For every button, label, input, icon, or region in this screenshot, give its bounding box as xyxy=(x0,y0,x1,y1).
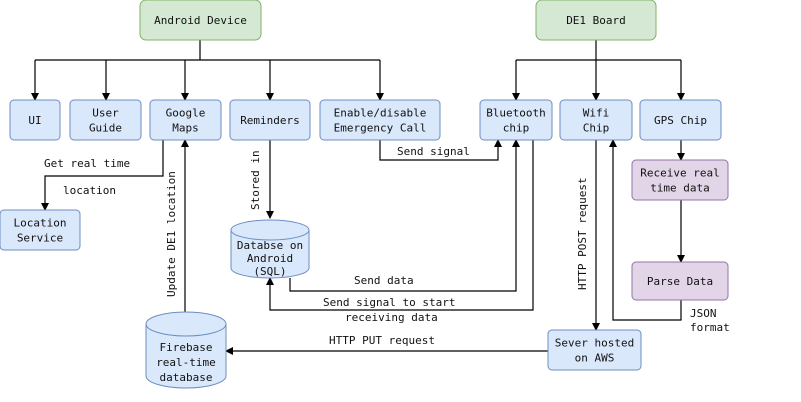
label-location: location xyxy=(63,184,116,197)
label-json: JSON xyxy=(690,307,717,320)
node-android-device: Android Device xyxy=(139,0,262,41)
node-receive-data: Receive real time data xyxy=(631,159,729,201)
edge-maps-to-location xyxy=(41,140,164,211)
ui-box xyxy=(9,99,61,141)
edge-emergency-to-bluetooth xyxy=(379,139,502,161)
node-bluetooth-chip: Bluetooth chip xyxy=(479,99,553,141)
node-database-android: Databse on Android (SQL) xyxy=(230,219,310,279)
label-receiving-data: receiving data xyxy=(345,311,438,324)
gps-chip-box xyxy=(639,99,722,141)
receive-data-line-2: time data xyxy=(650,182,710,195)
user-guide-line-1: User xyxy=(92,107,119,120)
google-maps-line-2: Maps xyxy=(172,122,199,135)
edges xyxy=(31,40,685,355)
emergency-call-line-1: Enable/disable xyxy=(334,107,427,120)
firebase-line-2: real-time xyxy=(156,356,216,369)
label-send-signal: Send signal xyxy=(397,145,470,158)
edge-labels: Get real time location Stored in Update … xyxy=(44,145,730,347)
label-get-real-time: Get real time xyxy=(44,157,130,170)
android-device-box xyxy=(139,0,262,41)
google-maps-line-1: Google xyxy=(166,107,206,120)
node-de1-board: DE1 Board xyxy=(535,0,657,41)
label-stored-in: Stored in xyxy=(249,150,262,210)
label-send-signal-start: Send signal to start xyxy=(323,296,455,309)
de1-board-box xyxy=(535,0,657,41)
wifi-chip-line-2: Chip xyxy=(583,122,610,135)
emergency-call-box xyxy=(319,99,441,141)
edge-bluetooth-to-db xyxy=(266,140,534,311)
bluetooth-chip-line-2: chip xyxy=(503,122,530,135)
node-ui: UI xyxy=(9,99,61,141)
label-format: format xyxy=(690,321,730,334)
label-http-post: HTTP POST request xyxy=(576,177,589,290)
google-maps-box xyxy=(149,99,222,141)
android-device-line-1: Android Device xyxy=(154,14,247,27)
node-parse-data: Parse Data xyxy=(631,261,729,301)
firebase-line-3: database xyxy=(160,371,213,384)
label-send-data: Send data xyxy=(354,274,414,287)
server-aws-box xyxy=(547,329,642,371)
server-aws-line-1: Sever hosted xyxy=(555,337,634,350)
database-android-line-2: Android xyxy=(247,252,293,265)
edge-db-to-bluetooth xyxy=(289,139,520,292)
database-android-top xyxy=(230,219,310,241)
ui-line-1: UI xyxy=(28,114,41,127)
location-service-line-1: Location xyxy=(14,217,67,230)
edge-parse-to-wifi xyxy=(609,139,682,321)
parse-data-box xyxy=(631,261,729,301)
firebase-body xyxy=(145,324,227,389)
wifi-chip-box xyxy=(559,99,633,141)
server-aws-line-2: on AWS xyxy=(575,352,615,365)
node-gps-chip: GPS Chip xyxy=(639,99,722,141)
receive-data-line-1: Receive real xyxy=(640,167,719,180)
firebase-top xyxy=(145,311,227,337)
database-android-line-1: Databse on xyxy=(237,239,303,252)
database-android-line-3: (SQL) xyxy=(253,265,286,278)
reminders-line-1: Reminders xyxy=(240,114,300,127)
location-service-box xyxy=(0,209,81,251)
user-guide-line-2: Guide xyxy=(89,122,122,135)
bluetooth-chip-box xyxy=(479,99,553,141)
label-http-put: HTTP PUT request xyxy=(329,334,435,347)
receive-data-box xyxy=(631,159,729,201)
gps-chip-line-1: GPS Chip xyxy=(654,114,707,127)
de1-board-line-1: DE1 Board xyxy=(566,14,626,27)
reminders-box xyxy=(229,99,311,141)
wifi-chip-line-1: Wifi xyxy=(583,107,610,120)
location-service-line-2: Service xyxy=(17,232,63,245)
parse-data-line-1: Parse Data xyxy=(647,275,713,288)
emergency-call-line-2: Emergency Call xyxy=(334,122,427,135)
database-android-body xyxy=(230,230,310,279)
node-server-aws: Sever hosted on AWS xyxy=(547,329,642,371)
user-guide-box xyxy=(69,99,142,141)
label-update-de1-location: Update DE1 location xyxy=(165,171,178,297)
node-firebase: Firebase real-time database xyxy=(145,311,227,389)
bluetooth-chip-line-1: Bluetooth xyxy=(486,107,546,120)
node-reminders: Reminders xyxy=(229,99,311,141)
firebase-line-1: Firebase xyxy=(160,341,213,354)
